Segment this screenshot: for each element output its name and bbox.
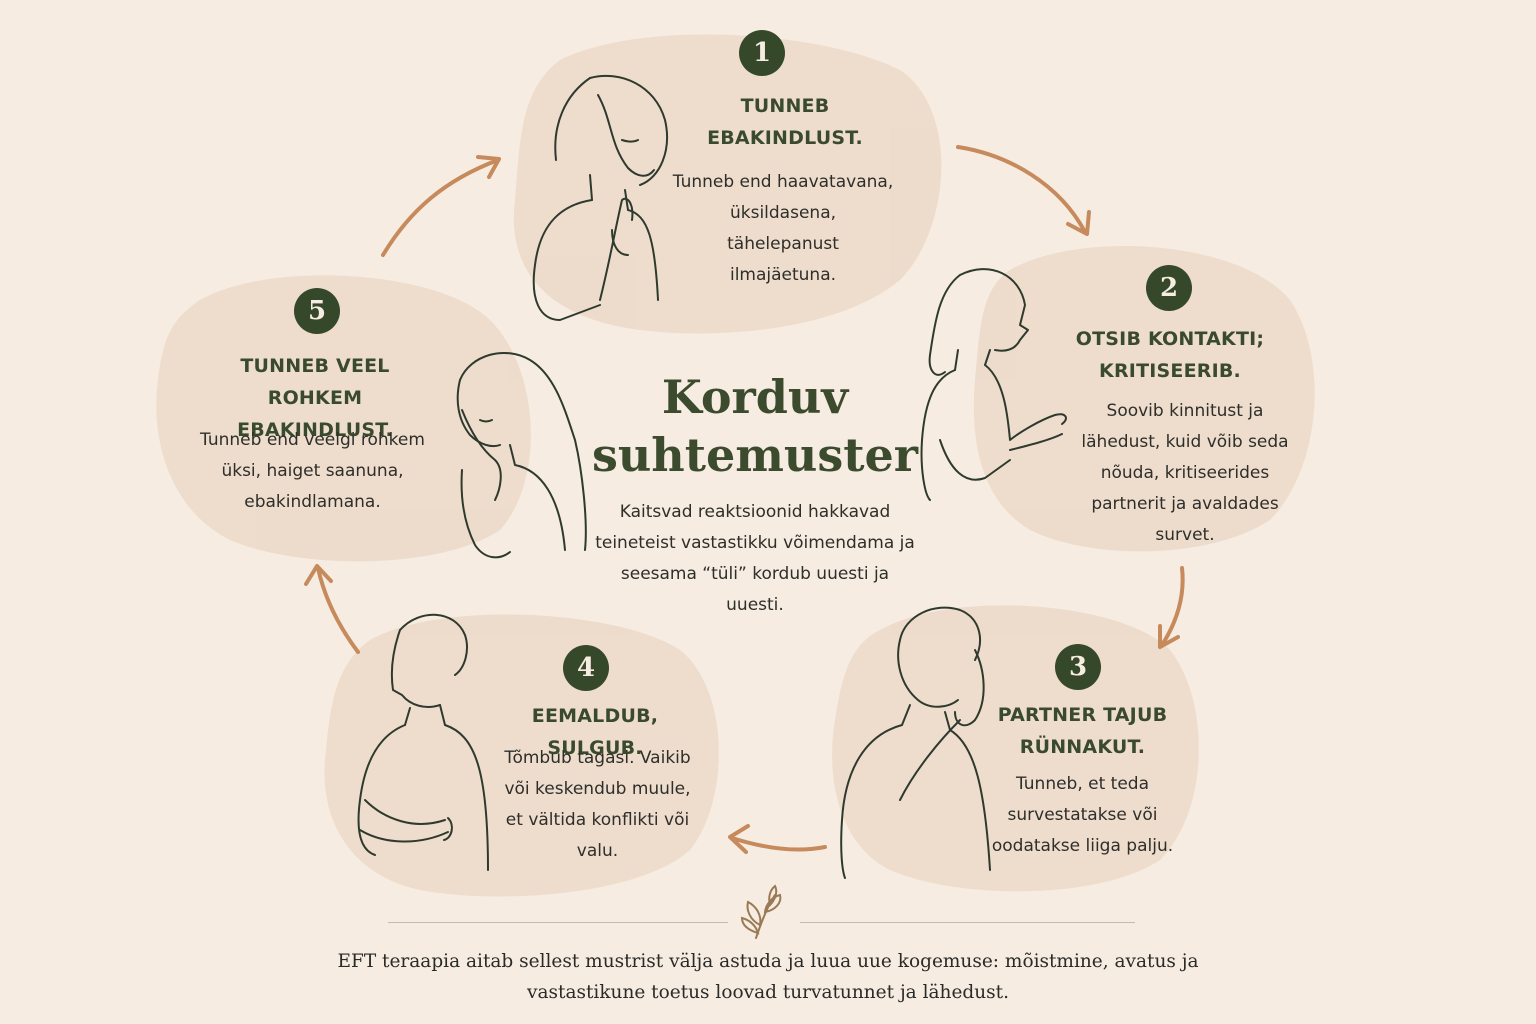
step-3-blob xyxy=(832,605,1199,892)
step-4-blob xyxy=(324,614,719,897)
step-5-title: TUNNEB VEEL ROHKEM EBAKINDLUST. xyxy=(237,355,393,441)
footer-text: EFT teraapia aitab sellest mustrist välj… xyxy=(337,951,1199,1003)
step-3-description: Tunneb, et teda survestatakse või oodata… xyxy=(991,774,1174,856)
step-2-number-badge: 2 xyxy=(1146,265,1192,311)
step-1-description: Tunneb end haavatavana, üksildasena, täh… xyxy=(672,172,894,285)
step-5-blob xyxy=(156,275,531,562)
step-4-number-badge: 4 xyxy=(563,645,609,691)
step-2-blob xyxy=(973,246,1315,552)
step-3-number-badge: 3 xyxy=(1055,644,1101,690)
step-2-title: OTSIB KONTAKTI; KRITISEERIB. xyxy=(1075,328,1265,382)
center-description: Kaitsvad reaktsioonid hakkavad teineteis… xyxy=(595,502,915,615)
step-4-title: EEMALDUB, SULGUB. xyxy=(531,705,659,759)
man-arms-crossed-icon xyxy=(357,613,489,871)
step-5-number-badge: 5 xyxy=(294,288,340,334)
woman-hand-on-chest-icon xyxy=(532,74,669,321)
step-1-blob xyxy=(513,34,942,334)
step-4-description: Tõmbub tagasi. Vaikib või keskendub muul… xyxy=(504,748,691,861)
woman-head-down-icon xyxy=(456,351,587,559)
man-head-in-hand-icon xyxy=(840,606,991,879)
step-1-number-badge: 1 xyxy=(739,30,785,76)
step-5-description: Tunneb end veelgi rohkem üksi, haiget sa… xyxy=(200,430,425,512)
step-3-title: PARTNER TAJUB RÜNNAKUT. xyxy=(997,704,1168,758)
woman-reaching-out-icon xyxy=(920,268,1067,501)
footer-divider-left xyxy=(388,922,728,923)
diagram-title: Korduv suhtemuster xyxy=(591,370,919,482)
footer-divider-right xyxy=(800,922,1135,923)
step-2-description: Soovib kinnitust ja lähedust, kuid võib … xyxy=(1081,401,1289,545)
step-1-title: TUNNEB EBAKINDLUST. xyxy=(707,95,863,149)
cycle-arrow-icon xyxy=(304,145,1185,854)
olive-sprig-icon xyxy=(740,884,782,939)
